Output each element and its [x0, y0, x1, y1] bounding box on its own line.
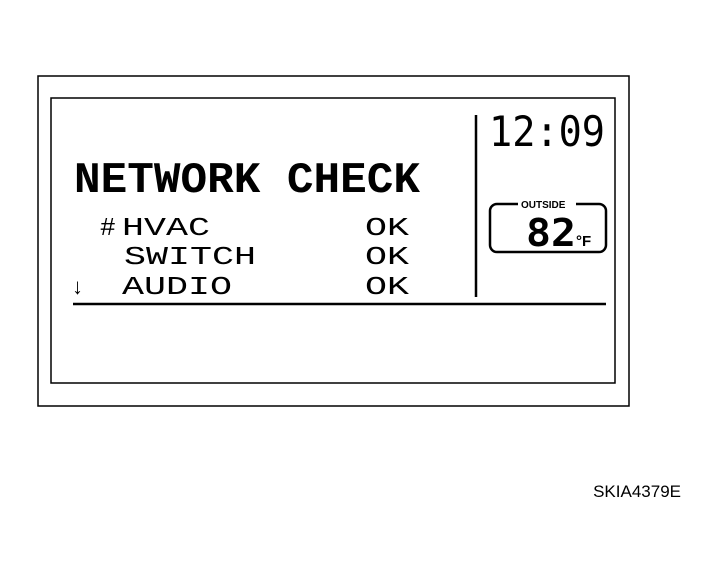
scroll-down-indicator: ↓	[72, 274, 83, 299]
display-outer-frame	[37, 75, 630, 407]
row-status-hvac: OK	[365, 213, 410, 243]
row-status-switch: OK	[365, 242, 410, 272]
row-label-switch: SWITCH	[124, 242, 256, 272]
outside-label: OUTSIDE	[521, 200, 566, 211]
row-marker-hvac: #	[100, 213, 116, 243]
row-label-hvac: HVAC	[122, 213, 210, 243]
outside-temperature-unit: °F	[576, 233, 591, 250]
row-status-audio: OK	[365, 272, 410, 302]
figure-code: SKIA4379E	[593, 482, 681, 501]
display-screen	[50, 97, 616, 384]
row-label-audio: AUDIO	[122, 272, 232, 302]
heading-network-check: NETWORK CHECK	[74, 156, 421, 206]
outside-temperature-value: 82	[526, 211, 576, 255]
clock-display: 12:09	[489, 107, 605, 156]
outside-temperature-box: OUTSIDE 82 °F	[488, 198, 608, 255]
